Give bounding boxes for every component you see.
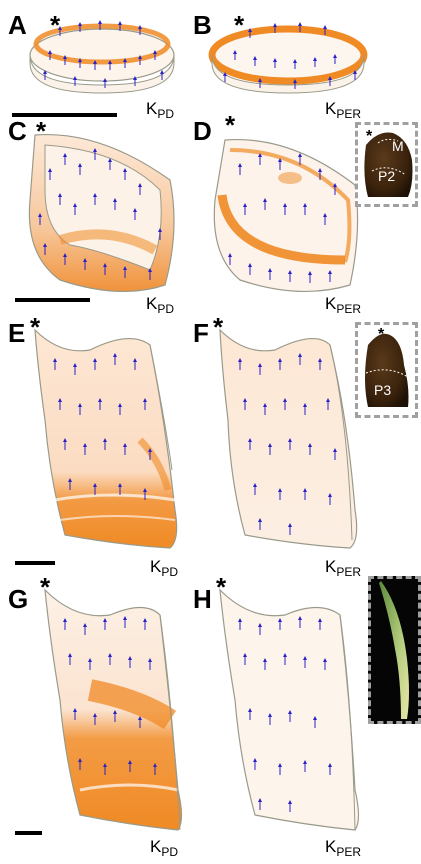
- apex-star-f: *: [213, 314, 223, 340]
- inset-leaf-photo: [368, 576, 421, 724]
- panel-h-primordium: [220, 590, 359, 830]
- inset-p2-micrograph: * M P2: [355, 122, 418, 207]
- panel-d-primordium: [214, 140, 357, 292]
- panel-f-primordium: [220, 330, 357, 548]
- p3-primordium-image: [358, 325, 416, 415]
- panel-label-f: F: [193, 320, 209, 346]
- panel-label-d: D: [193, 118, 212, 144]
- panel-label-b: B: [193, 12, 212, 38]
- apex-star-b: *: [234, 12, 244, 38]
- inset-p2-label-m: M: [392, 139, 404, 153]
- inset-p3-star: *: [378, 327, 384, 343]
- apex-star-h: *: [216, 574, 226, 600]
- panel-label-c: C: [8, 118, 27, 144]
- apex-star-d: *: [225, 112, 235, 138]
- k-label-a: KPD: [146, 100, 174, 120]
- inset-p2-star: *: [366, 129, 372, 145]
- k-label-d: KPER: [325, 295, 361, 315]
- panel-label-g: G: [8, 586, 28, 612]
- inset-p3-label-p3: P3: [374, 383, 391, 397]
- k-label-g: KPD: [150, 838, 178, 858]
- apex-star-c: *: [36, 118, 46, 144]
- apex-star-a: *: [50, 12, 60, 38]
- k-label-b: KPER: [325, 100, 361, 120]
- panel-e-primordium: [35, 330, 177, 548]
- panel-label-a: A: [8, 12, 27, 38]
- panel-c-primordium: [29, 135, 174, 292]
- k-label-h: KPER: [325, 838, 361, 858]
- panel-label-h: H: [193, 586, 212, 612]
- inset-p3-micrograph: * P3: [355, 322, 418, 418]
- k-label-e: KPD: [150, 558, 178, 578]
- k-label-c: KPD: [146, 295, 174, 315]
- panel-g-primordium: [45, 590, 182, 830]
- apex-star-e: *: [30, 314, 40, 340]
- leaf-image: [371, 579, 419, 722]
- k-label-f: KPER: [325, 558, 361, 578]
- apex-star-g: *: [40, 574, 50, 600]
- inset-p2-label-p2: P2: [378, 169, 395, 183]
- panel-label-e: E: [8, 320, 25, 346]
